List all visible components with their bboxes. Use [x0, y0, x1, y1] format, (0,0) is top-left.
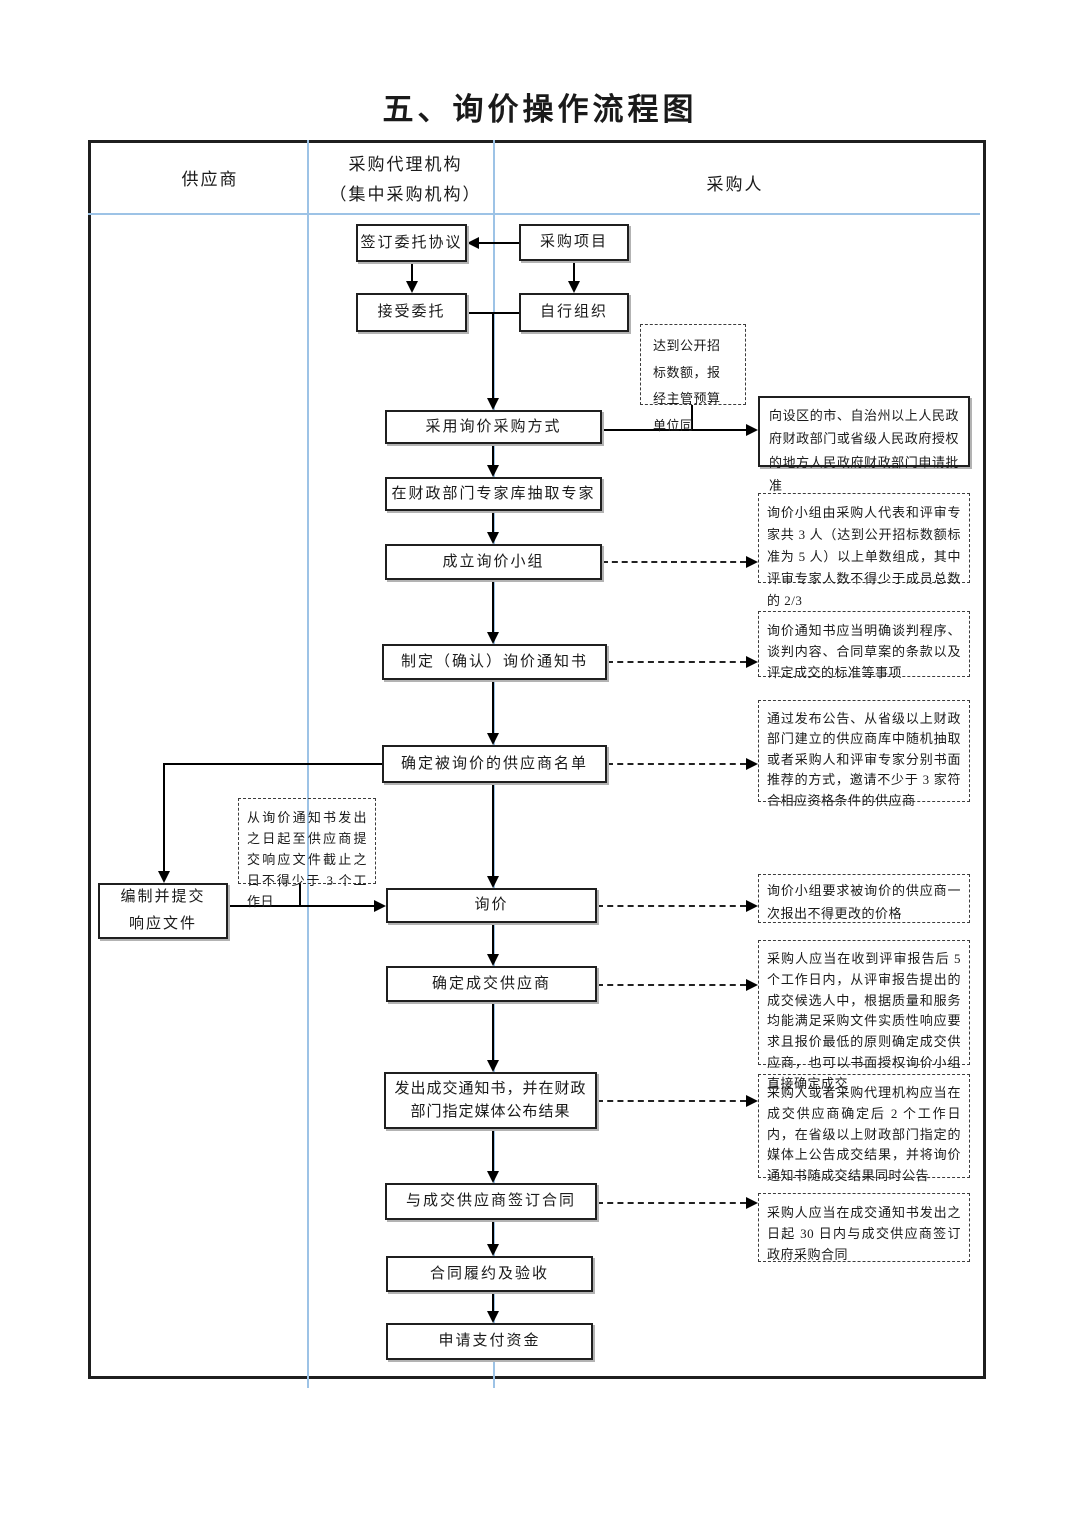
connector-inquiry-to-winner-line	[492, 923, 494, 955]
connector-adopt-to-experts-line	[492, 444, 494, 466]
arrowhead-down-icon	[487, 733, 499, 745]
arrowhead-right-icon	[746, 758, 758, 770]
connector-duration-note-tick	[299, 884, 301, 905]
arrowhead-down-icon	[487, 1060, 499, 1072]
node-issue-award-notice: 发出成交通知书，并在财政部门指定媒体公布结果	[384, 1072, 597, 1129]
arrowhead-down-icon	[568, 281, 580, 293]
node-procurement-project: 采购项目	[519, 224, 629, 261]
arrowhead-down-icon	[487, 532, 499, 544]
arrowhead-right-icon	[746, 900, 758, 912]
node-self-organize: 自行组织	[519, 293, 629, 332]
connector-project-to-self-line	[573, 261, 575, 283]
node-sign-contract: 与成交供应商签订合同	[385, 1183, 597, 1220]
node-adopt-inquiry-method: 采用询价采购方式	[385, 410, 602, 444]
node-prepare-response-docs: 编制并提交 响应文件	[98, 883, 228, 939]
connector-experts-to-group-line	[492, 511, 494, 532]
prepare-docs-line1: 编制并提交	[120, 889, 206, 905]
arrowhead-right-icon	[746, 1197, 758, 1209]
node-determine-winner: 确定成交供应商	[386, 966, 597, 1002]
arrowhead-right-icon	[746, 979, 758, 991]
connector-performance-to-payment-line	[492, 1292, 494, 1312]
connector-winner-to-issue-line	[492, 1002, 494, 1061]
arrowhead-right-icon	[746, 424, 758, 436]
connector-contract-to-performance-line	[492, 1220, 494, 1245]
node-contract-performance: 合同履约及验收	[386, 1256, 593, 1292]
arrowhead-down-icon	[487, 1311, 499, 1323]
arrowhead-down-icon	[487, 398, 499, 410]
node-apply-approval: 向设区的市、自治州以上人民政府财政部门或省级人民政府授权的地方人民政府财政部门申…	[758, 396, 970, 493]
prepare-docs-line2: 响应文件	[128, 916, 197, 932]
node-apply-payment: 申请支付资金	[386, 1323, 593, 1360]
note-public-bid-threshold: 达到公开招标数额，报经主管预算单位同	[640, 324, 746, 433]
arrowhead-down-icon	[487, 954, 499, 966]
connector-sign-to-accept-line	[411, 262, 413, 282]
arrowhead-down-icon	[487, 1244, 499, 1256]
node-inquiry: 询价	[386, 888, 597, 923]
lane-header-purchaser: 采购人	[706, 175, 764, 194]
dashed-connector-announce-note	[597, 1100, 746, 1102]
note-duration-3-workdays: 从询价通知书发出之日起至供应商提交响应文件截止之日不得少于 3 个工作日	[238, 798, 376, 909]
dashed-connector-contract-note	[597, 1202, 746, 1204]
lane-header-supplier: 供应商	[181, 170, 239, 189]
connector-list-to-prepare-hline	[163, 763, 382, 765]
connector-adopt-to-approval-line	[602, 429, 746, 431]
node-form-inquiry-group: 成立询价小组	[385, 544, 602, 580]
node-sign-agreement: 签订委托协议	[356, 224, 467, 262]
connector-list-to-inquiry-line	[492, 783, 494, 876]
connector-list-to-prepare-vline	[163, 763, 165, 871]
note-one-time-quote: 询价小组要求被询价的供应商一次报出不得更改的价格	[758, 874, 970, 923]
lane-header-agency-line2: （集中采购机构）	[329, 185, 482, 204]
lane-header-agency-line1: 采购代理机构	[348, 155, 463, 174]
connector-notice-to-list-line	[492, 680, 494, 734]
connector-project-to-sign-line	[478, 242, 519, 244]
connector-publicbid-note-tick	[691, 405, 693, 429]
note-supplier-invitation: 通过发布公告、从省级以上财政部门建立的供应商库中随机抽取或者采购人和评审专家分别…	[758, 700, 970, 808]
page-title: 五、询价操作流程图	[382, 92, 698, 127]
arrowhead-down-icon	[487, 876, 499, 888]
note-contract-30-days: 采购人应当在成交通知书发出之日起 30 日内与成交供应商签订政府采购合同	[758, 1193, 970, 1262]
connector-prepare-to-inquiry-line	[228, 905, 374, 907]
arrowhead-down-icon	[487, 632, 499, 644]
dashed-connector-decide-note	[597, 984, 746, 986]
node-determine-supplier-list: 确定被询价的供应商名单	[382, 745, 607, 783]
connector-group-to-notice-line	[492, 580, 494, 633]
arrowhead-right-icon	[746, 656, 758, 668]
node-accept-entrust: 接受委托	[356, 293, 467, 332]
arrowhead-down-icon	[487, 465, 499, 477]
arrowhead-down-icon	[487, 1171, 499, 1183]
dashed-connector-notice-note	[607, 661, 746, 663]
note-winner-determination: 采购人应当在收到评审报告后 5 个工作日内，从评审报告提出的成交候选人中，根据质…	[758, 940, 970, 1091]
diagram-frame	[88, 140, 986, 1379]
note-notice-content: 询价通知书应当明确谈判程序、谈判内容、合同草案的条款以及评定成交的标准等事项	[758, 611, 970, 680]
connector-joint-to-adopt-line	[492, 312, 494, 399]
arrowhead-down-icon	[158, 871, 170, 883]
dashed-connector-quote-note	[597, 905, 746, 907]
note-result-announcement: 采购人或者采购代理机构应当在成交供应商确定后 2 个工作日内，在省级以上财政部门…	[758, 1074, 970, 1183]
dashed-connector-invite-note	[607, 763, 746, 765]
dashed-connector-group-note	[602, 561, 746, 563]
node-extract-experts: 在财政部门专家库抽取专家	[385, 477, 602, 511]
node-make-inquiry-notice: 制定（确认）询价通知书	[382, 644, 607, 680]
arrowhead-right-icon	[746, 556, 758, 568]
arrowhead-right-icon	[374, 900, 386, 912]
header-divider	[88, 213, 980, 215]
arrowhead-down-icon	[406, 281, 418, 293]
connector-issue-to-contract-line	[492, 1129, 494, 1172]
note-inquiry-group-composition: 询价小组由采购人代表和评审专家共 3 人（达到公开招标数额标准为 5 人）以上单…	[758, 493, 970, 608]
arrowhead-left-icon	[467, 237, 479, 249]
arrowhead-right-icon	[746, 1095, 758, 1107]
